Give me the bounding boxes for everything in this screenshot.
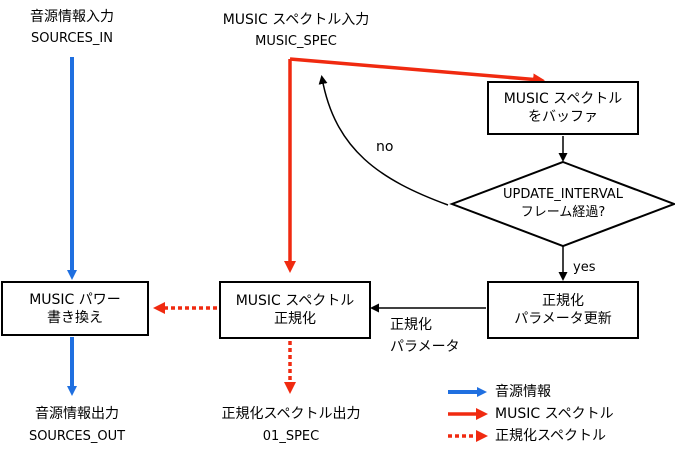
normalize-line1: MUSIC スペクトル — [235, 293, 355, 309]
norm-spec-out-title: 正規化スペクトル出力 — [221, 406, 361, 422]
arrow-decision-no — [318, 75, 449, 206]
norm-param-label-line2: パラメータ — [390, 339, 460, 355]
update-params-box: 正規化 パラメータ更新 — [487, 281, 639, 339]
decision-diamond — [449, 160, 675, 248]
buffer-box-line1: MUSIC スペクトル — [503, 91, 623, 107]
sources-out-name: SOURCES_OUT — [28, 429, 126, 444]
rewrite-line1: MUSIC パワー — [29, 291, 121, 308]
buffer-box-line2: をバッファ — [528, 109, 598, 125]
arrow-spec-to-buffer — [289, 57, 545, 86]
buffer-box: MUSIC スペクトル をバッファ — [487, 81, 639, 135]
music-spec-in-name: MUSIC_SPEC — [255, 34, 337, 49]
norm-spec-out-name: 01_SPEC — [262, 429, 320, 444]
normalize-line2: 正規化 — [274, 311, 316, 327]
decision-text: UPDATE_INTERVAL フレーム経過? — [503, 186, 623, 222]
music-spec-in-title: MUSIC スペクトル入力 — [222, 12, 370, 28]
sources-in-name: SOURCES_IN — [31, 31, 113, 46]
sources-in-title: 音源情報入力 — [30, 9, 114, 25]
decision-line1: UPDATE_INTERVAL — [503, 187, 623, 202]
normalize-box: MUSIC スペクトル 正規化 — [219, 281, 371, 339]
legend-red-label: MUSIC スペクトル — [495, 406, 614, 422]
update-params-line1: 正規化 — [542, 293, 584, 309]
update-params-line2: パラメータ更新 — [514, 311, 612, 327]
decision-line2: フレーム経過? — [520, 205, 606, 220]
legend-blue-label: 音源情報 — [495, 384, 551, 400]
norm-param-label-line1: 正規化 — [390, 317, 432, 333]
no-label: no — [376, 139, 394, 155]
legend-red-dotted-label: 正規化スペクトル — [495, 428, 607, 444]
yes-label: yes — [573, 260, 596, 275]
rewrite-box: MUSIC パワー 書き換え — [1, 281, 149, 336]
rewrite-line2: 書き換え — [47, 309, 103, 326]
sources-out-title: 音源情報出力 — [35, 406, 119, 422]
